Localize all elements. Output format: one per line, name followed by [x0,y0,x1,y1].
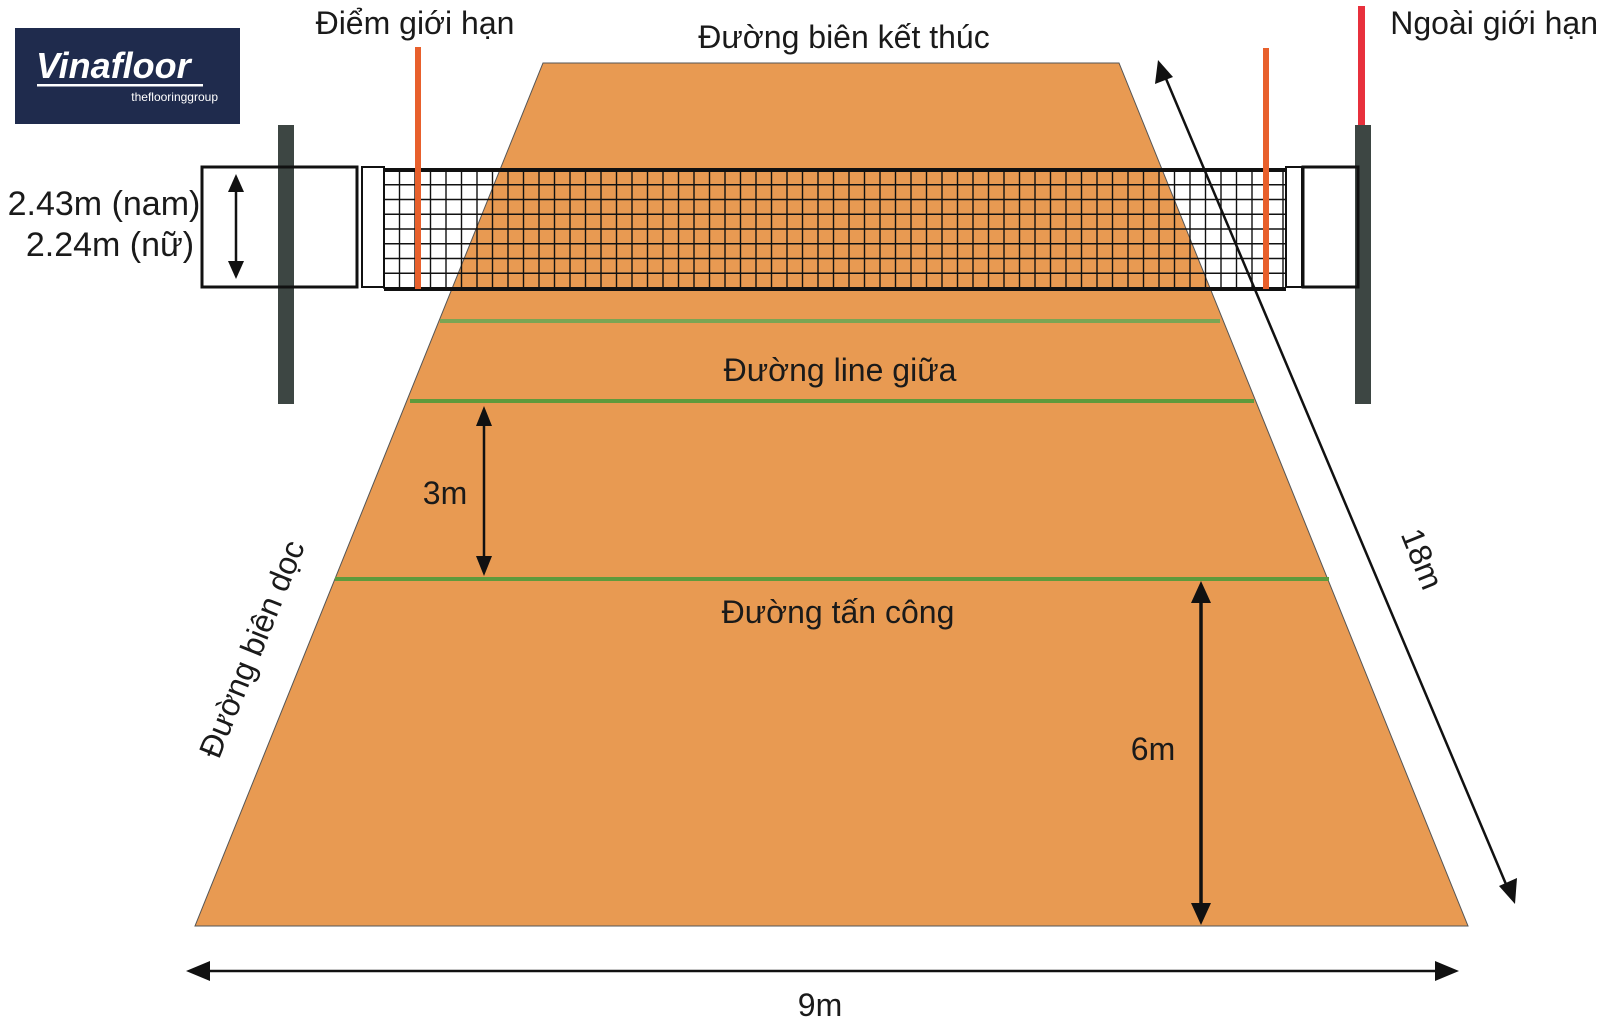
left-net-band-inner [361,166,385,288]
attack-line-label: Đường tấn công [722,594,955,630]
dimension-9m-arrow [186,961,1459,981]
dimension-18m-label: 18m [1394,523,1451,594]
left-pole [278,125,294,404]
right-net-band [1301,165,1360,289]
right-net-band-inner [1285,166,1303,288]
dimension-18m-arrow [1155,60,1517,904]
antenna-right [1263,48,1269,289]
out-of-bounds-label: Ngoài giới hạn [1390,5,1598,41]
antenna-left-label: Điểm giới hạn [316,5,515,41]
logo-brand: Vinafloor [36,45,193,86]
net-height-arrow [228,174,244,279]
left-net-band [200,165,359,289]
dimension-6m-arrow [1191,581,1211,925]
net [383,168,1286,291]
court-surface [194,62,1469,927]
dimension-3m-label: 3m [423,475,467,511]
center-line-label: Đường line giữa [724,352,957,388]
dimension-6m-label: 6m [1131,731,1175,767]
out-of-bounds-marker [1358,6,1365,125]
logo-tagline: theflooringgroup [131,90,218,104]
net-height-men-label: 2.43m (nam) [8,185,201,223]
vinafloor-logo: Vinafloor theflooringgroup [15,28,240,124]
antenna-left [415,47,421,289]
end-line-label: Đường biên kết thúc [698,19,989,55]
logo-background [15,28,240,124]
dimension-9m-label: 9m [798,987,842,1023]
logo-underline [37,84,203,87]
net-bottom-band [384,287,1286,291]
net-height-women-label: 2.24m (nữ) [26,226,194,264]
dimension-3m-arrow [476,406,492,576]
